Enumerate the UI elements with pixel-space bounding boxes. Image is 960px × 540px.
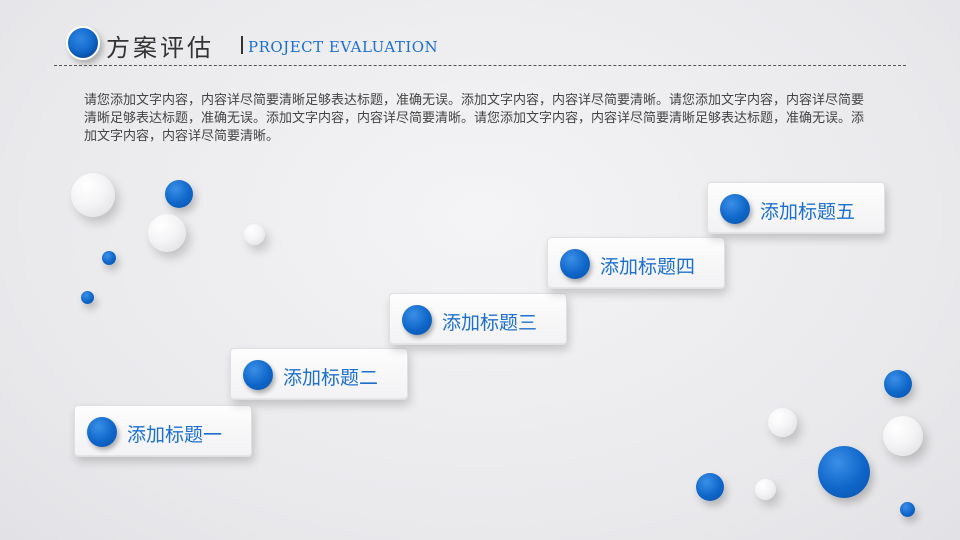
page-title: 方案评估 [106,34,214,62]
step-label: 添加标题三 [442,312,538,334]
step-bullet-icon [560,249,590,279]
decor-ball-blue [884,370,912,398]
step-label: 添加标题一 [127,424,223,446]
decor-ball-blue [81,291,94,304]
step-label: 添加标题二 [283,367,379,389]
decor-ball-white [244,224,265,245]
title-separator [241,36,243,54]
step-card-5[interactable]: 添加标题五 [707,182,885,234]
page-subtitle: PROJECT EVALUATION [248,38,439,56]
decor-ball-white [768,408,797,437]
decor-ball-blue [102,251,116,265]
step-card-2[interactable]: 添加标题二 [230,348,408,400]
decor-ball-blue [818,446,870,498]
step-label: 添加标题四 [600,256,696,278]
decor-ball-blue [900,502,915,517]
step-bullet-icon [87,417,117,447]
title-bullet-icon [66,26,100,60]
decor-ball-white [883,416,923,456]
decor-ball-blue [165,180,193,208]
step-bullet-icon [402,305,432,335]
decor-ball-white [755,479,776,500]
decor-ball-white [148,214,186,252]
step-card-4[interactable]: 添加标题四 [547,237,725,289]
step-card-1[interactable]: 添加标题一 [74,405,252,457]
description-text: 请您添加文字内容，内容详尽简要清晰足够表达标题，准确无误。添加文字内容，内容详尽… [84,93,865,144]
decor-ball-blue [696,473,724,501]
step-label: 添加标题五 [760,201,856,223]
step-card-3[interactable]: 添加标题三 [389,293,567,345]
decor-ball-white [71,173,115,217]
header-divider [54,65,906,66]
step-bullet-icon [243,360,273,390]
step-bullet-icon [720,194,750,224]
